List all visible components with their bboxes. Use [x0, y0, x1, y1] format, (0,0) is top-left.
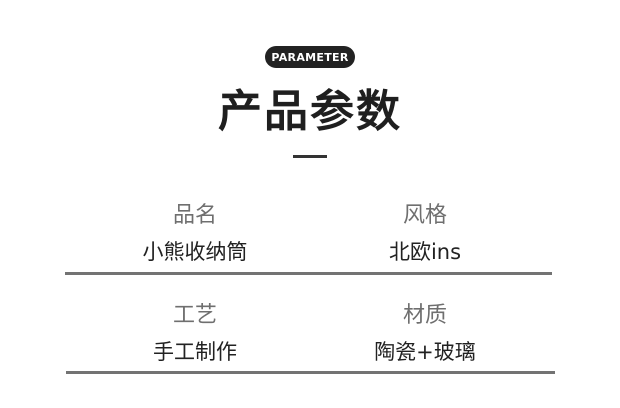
page-title: 产品参数: [218, 86, 402, 137]
param-name: 品名 小熊收纳筒: [105, 201, 285, 267]
row-divider-2: [66, 371, 555, 374]
row-divider-1: [65, 272, 552, 275]
param-material-label: 材质: [402, 303, 447, 328]
param-craft: 工艺 手工制作: [105, 301, 285, 367]
param-style-label: 风格: [402, 203, 447, 228]
param-name-label: 品名: [172, 203, 217, 228]
title-underline: [293, 155, 327, 158]
param-style: 风格 北欧ins: [335, 201, 515, 267]
param-style-value: 北欧ins: [388, 240, 462, 264]
param-material-value: 陶瓷+玻璃: [374, 340, 476, 364]
parameter-badge-text: PARAMETER: [271, 50, 349, 64]
parameter-badge: PARAMETER: [265, 46, 355, 68]
param-craft-label: 工艺: [172, 303, 217, 328]
param-material: 材质 陶瓷+玻璃: [335, 301, 515, 367]
param-name-value: 小熊收纳筒: [142, 240, 248, 264]
param-craft-value: 手工制作: [153, 340, 237, 364]
